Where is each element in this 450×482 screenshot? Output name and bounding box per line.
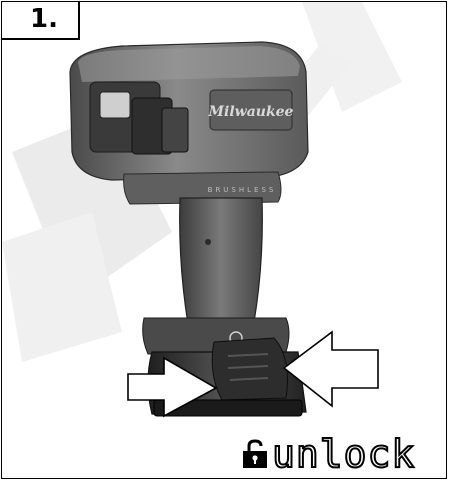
brushless-engraving: BRUSHLESS	[208, 186, 277, 194]
press-arrow-left	[127, 356, 218, 418]
press-arrow-right	[282, 330, 379, 408]
brand-logo: Milwaukee	[208, 104, 294, 120]
padlock-icon	[243, 439, 267, 468]
tool-illustration: Milwaukee BRUSHLESS	[2, 2, 402, 418]
step-number: 1.	[2, 2, 80, 40]
unlock-caption: unlock	[242, 431, 416, 477]
unlock-label: unlock	[271, 431, 416, 477]
